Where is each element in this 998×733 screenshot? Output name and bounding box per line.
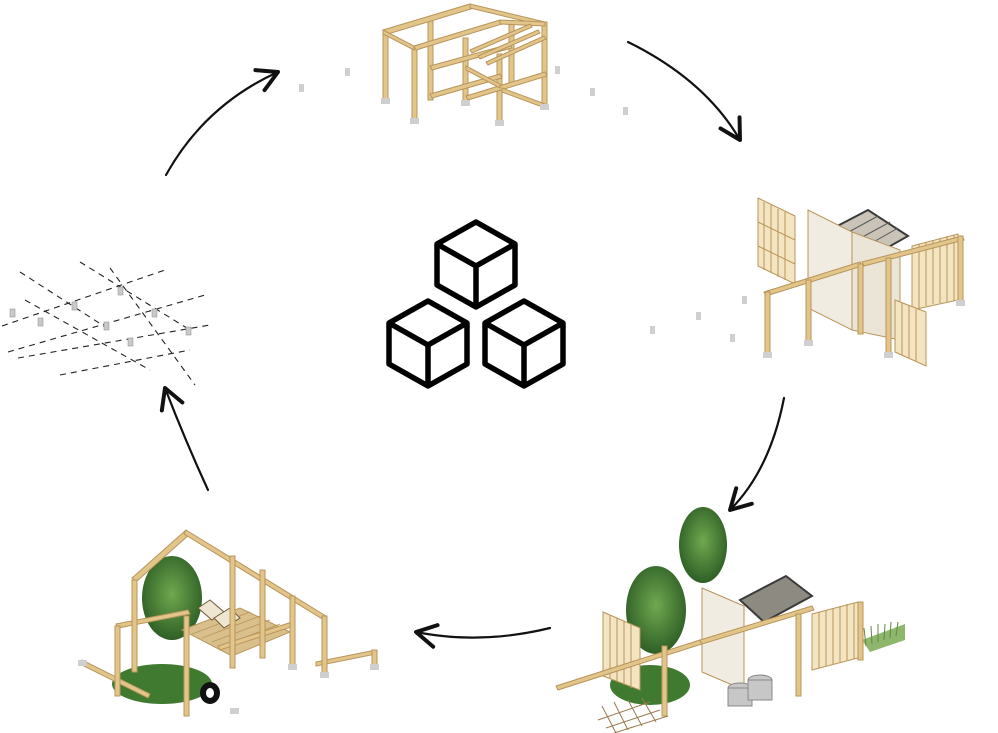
panelled-pavilion-icon — [650, 197, 965, 367]
water-tank-icon — [727, 674, 773, 707]
foundation-grid-icon — [1, 261, 211, 386]
arrow-frame-to-panels — [626, 40, 742, 142]
green-pavilion-icon — [555, 507, 905, 733]
cube-right-icon — [482, 298, 566, 389]
cube-top-icon — [434, 219, 518, 310]
garden-pergola-icon — [78, 529, 379, 717]
cycle-arrows — [159, 40, 786, 649]
cube-left-icon — [386, 298, 470, 389]
timber-frame-icon — [299, 3, 628, 126]
three-cubes-icon — [386, 219, 566, 389]
arrow-grid-to-frame — [164, 68, 280, 177]
arrow-panels-to-furnished — [728, 396, 786, 512]
arrow-garden-to-grid — [159, 386, 210, 492]
arrow-furnished-to-garden — [414, 623, 552, 649]
tyre-swing-icon — [200, 682, 220, 704]
